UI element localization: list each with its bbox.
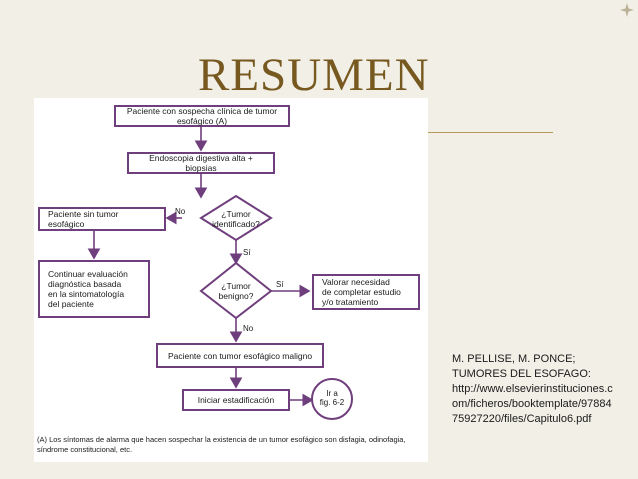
staging-box: Iniciar estadificación: [182, 389, 290, 411]
goto-text: Ir a fig. 6-2: [319, 389, 345, 407]
label-no-2: No: [243, 324, 254, 333]
start-box: Paciente con sospecha clínica de tumor e…: [114, 105, 290, 127]
goto-circle: [311, 378, 353, 420]
continue-evaluation-box: Continuar evaluación diagnóstica basada …: [38, 260, 150, 318]
decision-benign-text: ¿Tumor benigno?: [218, 281, 254, 301]
label-yes-2: Sí: [276, 280, 284, 289]
endoscopy-box: Endoscopia digestiva alta + biopsias: [127, 152, 275, 174]
decision-tumor-text: ¿Tumor identificado?: [212, 209, 260, 229]
decision-benign-diamond: [199, 261, 273, 320]
citation-line: TUMORES DEL ESOFAGO:: [452, 368, 591, 380]
citation-link-line: om/ficheros/booktemplate/97884: [452, 398, 612, 410]
flowchart-panel: Paciente con sospecha clínica de tumor e…: [34, 98, 428, 462]
assess-box: Valorar necesidad de completar estudio y…: [312, 274, 420, 310]
flowchart-connectors: [87, 127, 353, 420]
no-tumor-box: Paciente sin tumor esofágico: [38, 207, 166, 231]
malignant-box: Paciente con tumor esofágico maligno: [156, 343, 324, 368]
label-no-1: No: [175, 207, 186, 216]
slide-corner-icon: [620, 3, 634, 17]
citation: M. PELLISE, M. PONCE; TUMORES DEL ESOFAG…: [452, 352, 634, 427]
citation-link-line: 75927220/files/Capitulo6.pdf: [452, 413, 592, 425]
flowchart-footnote: (A) Los síntomas de alarma que hacen sos…: [37, 435, 406, 454]
decision-tumor-diamond: [199, 194, 273, 242]
slide-title: RESUMEN: [198, 49, 430, 101]
label-yes-1: Sí: [243, 248, 251, 257]
citation-link-line: http://www.elsevierinstituciones.c: [452, 383, 613, 395]
citation-line: M. PELLISE, M. PONCE;: [452, 353, 576, 365]
